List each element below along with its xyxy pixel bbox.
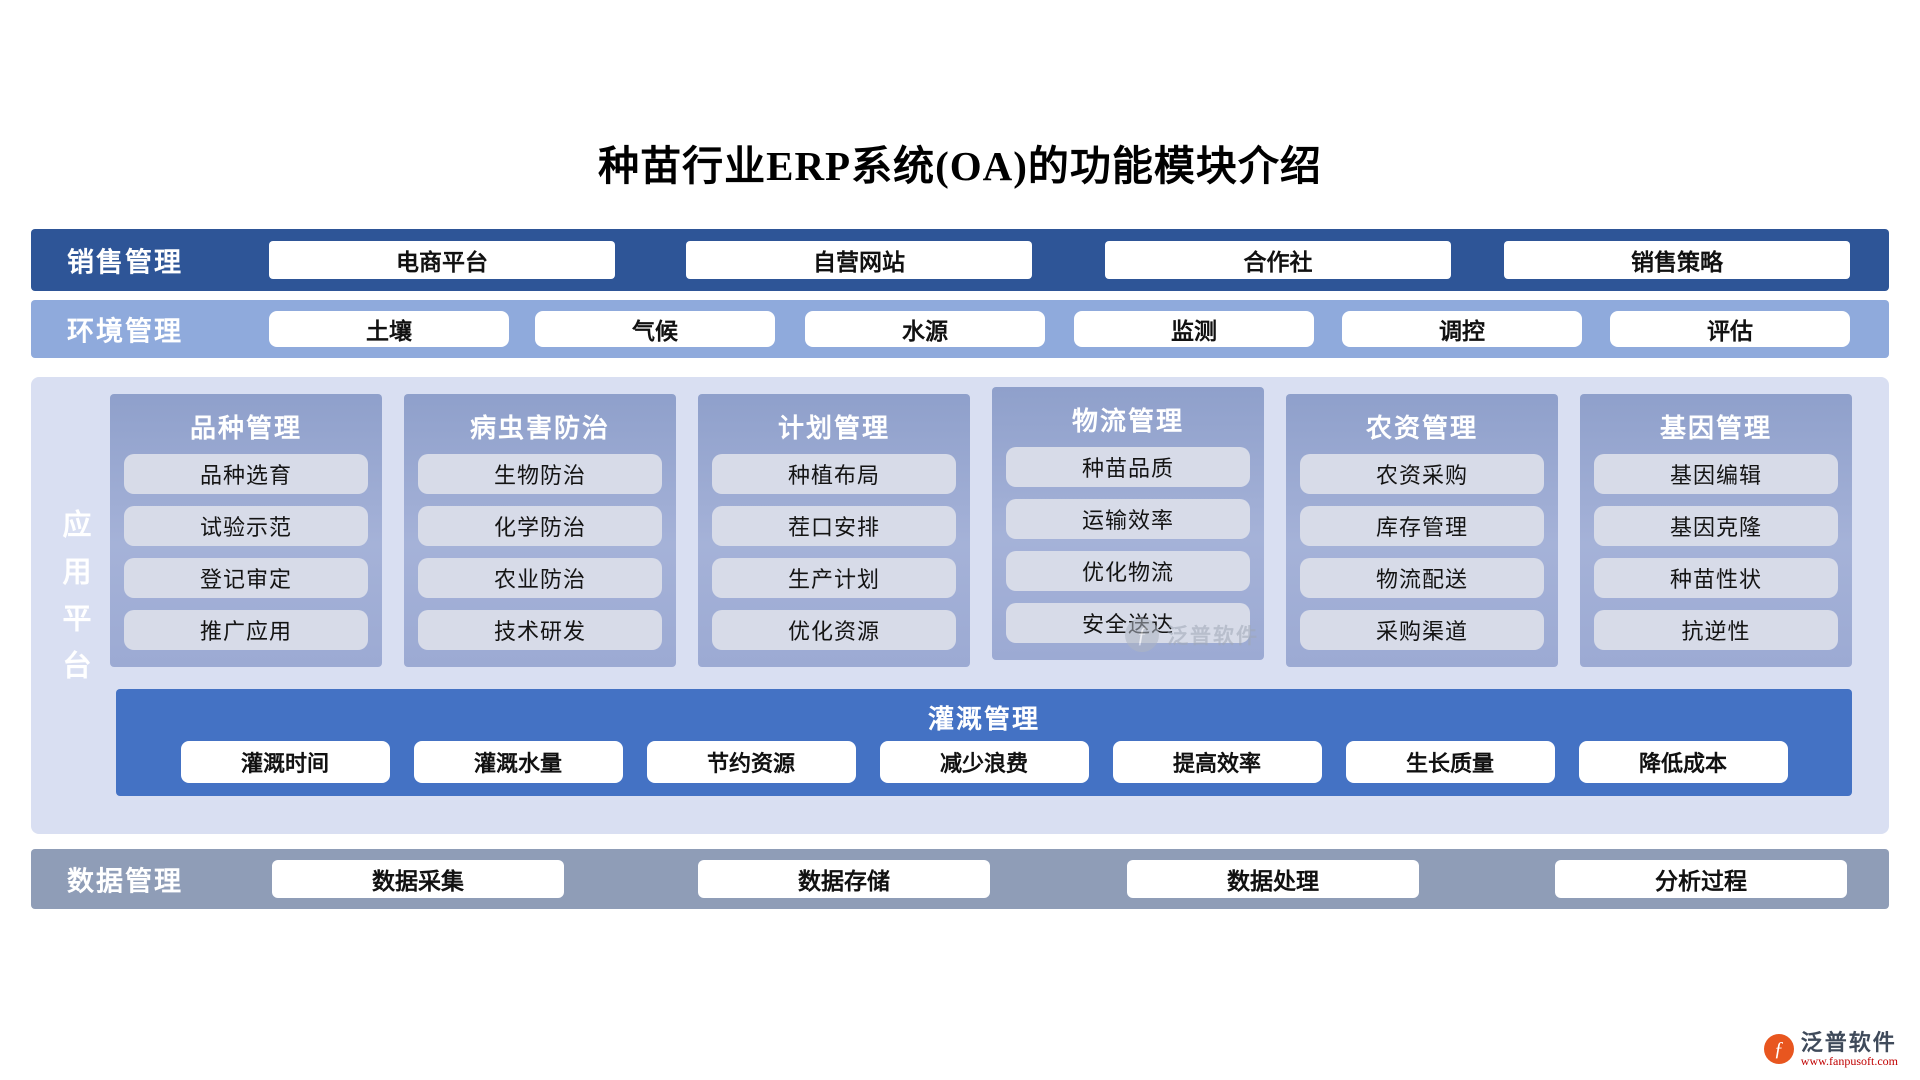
module-item: 技术研发 (418, 610, 662, 650)
environment-item-evaluation: 评估 (1610, 311, 1850, 347)
module-item: 运输效率 (1006, 499, 1250, 539)
module-columns: 品种管理 品种选育 试验示范 登记审定 推广应用 病虫害防治 生物防治 化学防治… (110, 387, 1852, 667)
sales-item-cooperative: 合作社 (1105, 241, 1451, 279)
application-platform-panel: 应用平台 品种管理 品种选育 试验示范 登记审定 推广应用 病虫害防治 生物防治… (31, 377, 1889, 834)
environment-item-monitoring: 监测 (1074, 311, 1314, 347)
module-card-title: 农资管理 (1365, 414, 1478, 443)
module-item: 化学防治 (418, 506, 662, 546)
irrigation-item-lower-cost: 降低成本 (1578, 741, 1788, 783)
module-card-gene-management: 基因管理 基因编辑 基因克隆 种苗性状 抗逆性 (1580, 394, 1852, 667)
sales-item-own-website: 自营网站 (686, 241, 1032, 279)
irrigation-item-time: 灌溉时间 (180, 741, 390, 783)
module-item: 农资采购 (1300, 454, 1544, 494)
sales-item-sales-strategy: 销售策略 (1504, 241, 1850, 279)
module-card-title: 品种管理 (189, 414, 302, 443)
irrigation-item-improve-efficiency: 提高效率 (1112, 741, 1322, 783)
module-item: 优化物流 (1006, 551, 1250, 591)
data-band-label: 数据管理 (67, 866, 183, 897)
data-item-processing: 数据处理 (1127, 860, 1419, 898)
application-platform-vertical-label: 应用平台 (58, 509, 90, 697)
module-item: 生物防治 (418, 454, 662, 494)
module-item: 种苗性状 (1594, 558, 1838, 598)
fanpu-footer-logo: 泛普软件 www.fanpusoft.com (1763, 1029, 1898, 1068)
irrigation-items: 灌溉时间 灌溉水量 节约资源 减少浪费 提高效率 生长质量 降低成本 (116, 741, 1852, 783)
module-card-title: 病虫害防治 (469, 414, 610, 443)
fanpu-watermark-text: 泛普软件 (1167, 624, 1259, 648)
irrigation-item-save-resources: 节约资源 (646, 741, 856, 783)
module-card-variety-management: 品种管理 品种选育 试验示范 登记审定 推广应用 (110, 394, 382, 667)
fanpu-watermark-logo-icon (1125, 618, 1159, 652)
module-item: 农业防治 (418, 558, 662, 598)
module-card-title: 基因管理 (1659, 414, 1772, 443)
module-item: 生产计划 (712, 558, 956, 598)
module-item: 登记审定 (124, 558, 368, 598)
irrigation-item-growth-quality: 生长质量 (1345, 741, 1555, 783)
environment-item-soil: 土壤 (269, 311, 509, 347)
module-item: 品种选育 (124, 454, 368, 494)
environment-item-regulation: 调控 (1342, 311, 1582, 347)
module-item: 茬口安排 (712, 506, 956, 546)
module-item: 推广应用 (124, 610, 368, 650)
sales-item-ecommerce-platform: 电商平台 (269, 241, 615, 279)
module-item: 种苗品质 (1006, 447, 1250, 487)
module-item: 物流配送 (1300, 558, 1544, 598)
fanpu-brand-url: www.fanpusoft.com (1800, 1053, 1898, 1068)
module-item: 种植布局 (712, 454, 956, 494)
fanpu-brand-name: 泛普软件 (1800, 1029, 1897, 1055)
sales-band-label: 销售管理 (67, 247, 183, 278)
irrigation-item-reduce-waste: 减少浪费 (879, 741, 1089, 783)
irrigation-band-title: 灌溉管理 (927, 705, 1040, 734)
data-item-storage: 数据存储 (698, 860, 990, 898)
environment-management-band: 环境管理 土壤 气候 水源 监测 调控 评估 (31, 300, 1889, 358)
module-item: 基因编辑 (1594, 454, 1838, 494)
data-item-analysis-process: 分析过程 (1555, 860, 1847, 898)
module-card-logistics-management: 物流管理 种苗品质 运输效率 优化物流 安全送达 (992, 387, 1264, 660)
environment-band-label: 环境管理 (67, 316, 183, 347)
module-item: 试验示范 (124, 506, 368, 546)
fanpu-logo-icon (1763, 1034, 1794, 1065)
environment-item-water-source: 水源 (805, 311, 1045, 347)
environment-item-climate: 气候 (535, 311, 775, 347)
data-management-band: 数据管理 数据采集 数据存储 数据处理 分析过程 (31, 849, 1889, 909)
module-item: 库存管理 (1300, 506, 1544, 546)
module-card-plan-management: 计划管理 种植布局 茬口安排 生产计划 优化资源 (698, 394, 970, 667)
data-item-collection: 数据采集 (272, 860, 564, 898)
irrigation-item-water-volume: 灌溉水量 (413, 741, 623, 783)
module-item: 基因克隆 (1594, 506, 1838, 546)
sales-management-band: 销售管理 电商平台 自营网站 合作社 销售策略 (31, 229, 1889, 291)
irrigation-management-band: 灌溉管理 灌溉时间 灌溉水量 节约资源 减少浪费 提高效率 生长质量 降低成本 (116, 689, 1852, 796)
module-card-title: 物流管理 (1071, 407, 1184, 436)
module-card-pest-control: 病虫害防治 生物防治 化学防治 农业防治 技术研发 (404, 394, 676, 667)
module-item: 优化资源 (712, 610, 956, 650)
module-item: 采购渠道 (1300, 610, 1544, 650)
module-item: 抗逆性 (1594, 610, 1838, 650)
page-title: 种苗行业ERP系统(OA)的功能模块介绍 (598, 143, 1322, 189)
module-card-title: 计划管理 (777, 414, 890, 443)
module-card-agricultural-supplies: 农资管理 农资采购 库存管理 物流配送 采购渠道 (1286, 394, 1558, 667)
fanpu-watermark: 泛普软件 (1125, 618, 1259, 652)
